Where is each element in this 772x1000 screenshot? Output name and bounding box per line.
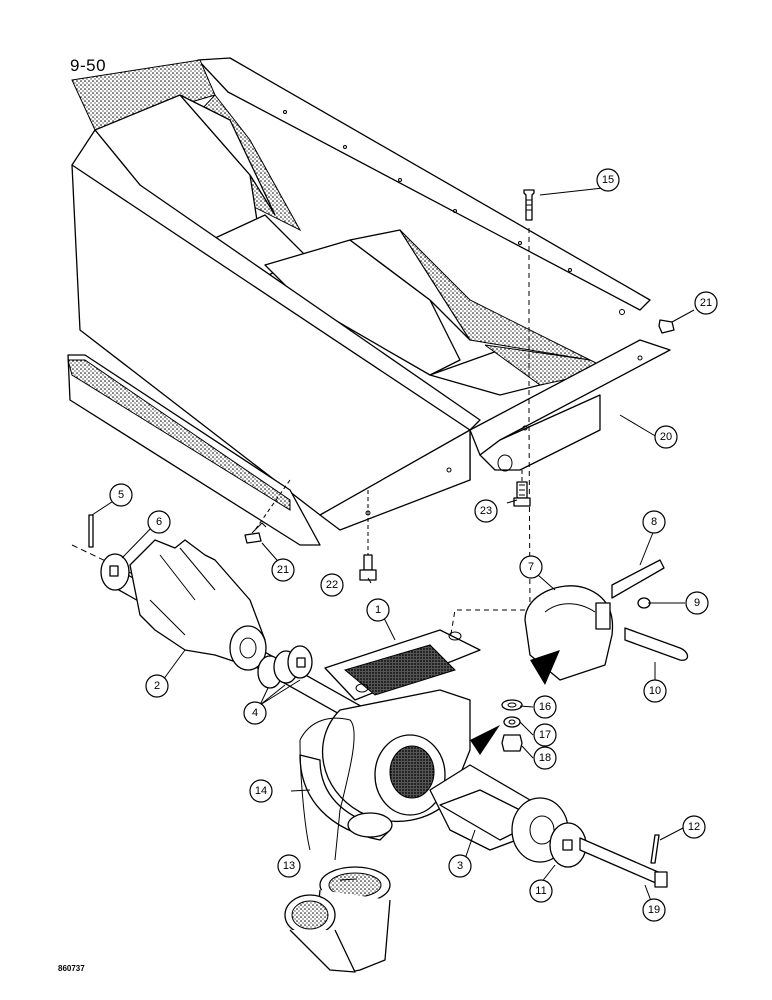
callout-18: 18 <box>533 746 557 770</box>
callout-2: 2 <box>145 674 169 698</box>
bearing-block-3 <box>429 764 569 863</box>
washer-16 <box>501 699 523 711</box>
svg-text:5: 5 <box>118 489 124 501</box>
svg-text:4: 4 <box>252 707 258 719</box>
svg-text:7: 7 <box>528 561 534 573</box>
svg-text:22: 22 <box>326 579 338 591</box>
spacer-4 <box>257 645 313 689</box>
callout-14: 14 <box>249 779 273 803</box>
svg-text:23: 23 <box>480 505 492 517</box>
side-rail <box>469 339 671 456</box>
bolt-23 <box>513 470 531 507</box>
svg-text:12: 12 <box>688 821 700 833</box>
svg-text:15: 15 <box>602 174 614 186</box>
trough-back-wall <box>197 57 651 311</box>
bolt-21-right <box>658 319 675 334</box>
callout-7: 7 <box>519 555 543 579</box>
callout-21-right: 21 <box>694 291 718 315</box>
callout-12: 12 <box>682 815 706 839</box>
arrow-to-housing <box>470 725 500 755</box>
svg-text:20: 20 <box>660 431 672 443</box>
trough-assembly <box>67 57 671 546</box>
svg-text:14: 14 <box>255 785 267 797</box>
svg-text:11: 11 <box>535 885 546 897</box>
shaft-19 <box>579 837 668 888</box>
page-number: 9-50 <box>70 56 107 75</box>
rod-14 <box>299 717 355 861</box>
callout-15: 15 <box>596 168 620 192</box>
svg-text:13: 13 <box>283 860 295 872</box>
svg-text:10: 10 <box>649 685 661 697</box>
bolt-15 <box>523 189 535 221</box>
washer-6 <box>100 553 130 591</box>
svg-text:8: 8 <box>651 516 657 528</box>
svg-text:16: 16 <box>539 701 551 713</box>
impeller-2 <box>129 539 267 671</box>
lock-washer-17 <box>503 716 521 728</box>
callout-23: 23 <box>474 499 498 523</box>
callout-21-left: 21 <box>271 558 295 582</box>
washer-11 <box>549 822 587 868</box>
nut-18 <box>501 734 523 752</box>
svg-text:18: 18 <box>539 752 551 764</box>
callout-6: 6 <box>147 510 171 534</box>
wedge-arrow <box>530 650 560 685</box>
svg-text:19: 19 <box>648 904 660 916</box>
svg-text:1: 1 <box>375 604 381 616</box>
callout-9: 9 <box>685 591 709 615</box>
bolt-21-left <box>244 522 267 544</box>
callout-17: 17 <box>533 723 557 747</box>
svg-text:6: 6 <box>156 516 162 528</box>
callout-10: 10 <box>643 679 667 703</box>
callout-19: 19 <box>642 898 666 922</box>
callout-5: 5 <box>109 483 133 507</box>
callout-11: 11 <box>529 879 553 903</box>
bolt-22 <box>359 490 377 581</box>
callout-13: 13 <box>277 854 301 878</box>
clip-8 <box>611 559 665 599</box>
cotter-pin-12 <box>650 834 660 864</box>
svg-text:2: 2 <box>154 680 160 692</box>
callout-22: 22 <box>320 573 344 597</box>
callout-3: 3 <box>448 854 472 878</box>
cotter-pin-10 <box>624 627 689 661</box>
bolt-9 <box>637 597 670 609</box>
cotter-pin-5 <box>88 514 94 548</box>
end-flange <box>319 429 471 531</box>
callout-8: 8 <box>642 510 666 534</box>
svg-text:3: 3 <box>457 860 463 872</box>
figure-code: 860737 <box>58 964 85 973</box>
svg-text:21: 21 <box>277 564 289 576</box>
callout-1: 1 <box>366 598 390 622</box>
callout-4: 4 <box>243 701 267 725</box>
callout-20: 20 <box>654 425 678 449</box>
svg-text:21: 21 <box>700 297 712 309</box>
svg-text:17: 17 <box>539 729 551 741</box>
spout-13 <box>284 866 391 973</box>
callout-16: 16 <box>533 695 557 719</box>
svg-text:9: 9 <box>694 597 700 609</box>
